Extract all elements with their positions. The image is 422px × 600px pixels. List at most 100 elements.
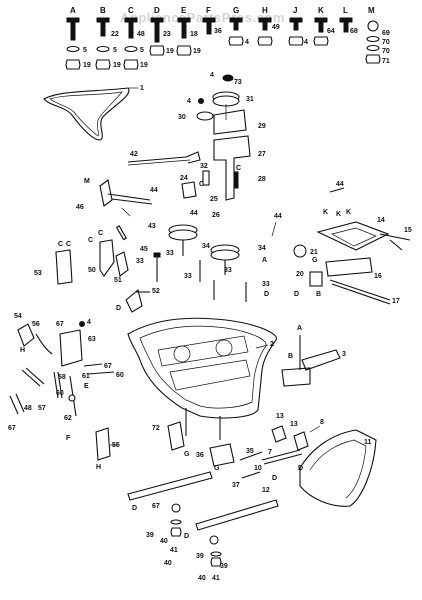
connector-letter: G <box>312 257 318 264</box>
part-number: 33 <box>136 258 144 265</box>
connector-letter: D <box>272 475 277 482</box>
part-number: 60 <box>56 390 64 397</box>
part-number: 12 <box>262 487 270 494</box>
part-number: 67 <box>104 363 112 370</box>
hardware-number: 22 <box>111 31 119 38</box>
part-number: 29 <box>258 123 266 130</box>
hardware-column-e: E 18 19 <box>176 6 201 56</box>
part-number: 72 <box>152 425 160 432</box>
idler-pulley-assembly: 4 73 31 4 30 29 <box>178 72 266 135</box>
hardware-number: 48 <box>137 31 145 38</box>
part-number: 31 <box>246 96 254 103</box>
part-number: 67 <box>56 321 64 328</box>
mower-deck: 2 <box>127 317 277 419</box>
hardware-column-l: L 64 68 <box>327 6 358 35</box>
column-letter-d: D <box>154 6 160 15</box>
part-number: 11 <box>364 439 372 446</box>
part-number: 55 <box>112 442 120 449</box>
bolt-head-icon <box>289 17 303 23</box>
nut-icon <box>222 74 234 82</box>
lift-bracket: M 46 44 43 45 <box>76 178 158 253</box>
hardware-number: 64 <box>327 28 335 35</box>
connector-letter: F <box>66 435 71 442</box>
hardware-number: 5 <box>140 47 144 54</box>
part-number: 34 <box>258 245 266 252</box>
side-rail: A 3 B <box>281 325 346 387</box>
part-number: 33 <box>166 250 174 257</box>
part-number: 4 <box>187 98 191 105</box>
hardware-number: 4 <box>304 39 308 46</box>
bolt-head-icon <box>202 17 216 23</box>
part-number: 44 <box>274 213 282 220</box>
bolt-icon <box>181 19 187 39</box>
connector-letter: D <box>132 505 137 512</box>
connector-letter: H <box>96 464 101 471</box>
bolt-icon <box>70 19 76 41</box>
height-adjust-assembly: 54 H 56 67 4 63 67 60 61 E 58 60 57 62 F… <box>8 313 124 442</box>
nut-icon <box>176 45 192 56</box>
bolt-head-icon <box>314 17 328 23</box>
bolt-icon <box>154 19 160 43</box>
part-number: 21 <box>310 249 318 256</box>
drive-belt: 1 <box>43 85 144 141</box>
bolt-icon <box>128 19 134 39</box>
washer-icon <box>366 44 380 52</box>
column-letter-l: L <box>343 6 348 15</box>
part-number: 13 <box>290 421 298 428</box>
connector-letter: K <box>323 209 328 216</box>
hardware-number: 71 <box>382 58 390 65</box>
washer-icon <box>96 45 110 53</box>
column-letter-a: A <box>70 6 76 15</box>
connector-letter: H <box>20 347 25 354</box>
column-letter-e: E <box>181 6 187 15</box>
idler-bracket: 27 28 C 32 C <box>199 135 266 201</box>
part-number: 62 <box>64 415 72 422</box>
part-number: 10 <box>254 465 262 472</box>
connector-letter: D <box>264 291 269 298</box>
part-number: 44 <box>336 181 344 188</box>
connector-letter: C <box>236 165 241 172</box>
part-number: 40 <box>198 575 206 582</box>
bolt-head-icon <box>124 17 138 23</box>
hardware-number: 19 <box>113 62 121 69</box>
column-letter-k: K <box>318 6 324 15</box>
part-number: 63 <box>88 336 96 343</box>
hardware-column-k: K <box>313 6 329 46</box>
hardware-number: 19 <box>140 62 148 69</box>
column-letter-m: M <box>368 6 375 15</box>
hardware-number: 4 <box>245 39 249 46</box>
bolt-head-icon <box>229 17 243 23</box>
hardware-legend: A 5 19 B 22 5 19 C 48 5 19 <box>65 6 390 70</box>
part-number: 8 <box>320 419 324 426</box>
front-linkage: 72 G 36 G 35 37 10 <box>152 408 263 489</box>
part-number: 20 <box>296 271 304 278</box>
part-number: 39 <box>220 563 228 570</box>
part-number: 41 <box>212 575 220 582</box>
deck-link: 52 D <box>116 288 160 313</box>
bolt-head-icon <box>150 17 164 23</box>
part-number: 40 <box>164 560 172 567</box>
nut-icon <box>123 59 139 70</box>
connector-letter: B <box>316 291 321 298</box>
part-number: 28 <box>258 176 266 183</box>
hardware-number: 70 <box>382 48 390 55</box>
connector-letter: C <box>58 241 63 248</box>
hardware-number: 36 <box>214 28 222 35</box>
part-number: 44 <box>150 187 158 194</box>
rear-links: 13 13 8 7 D D <box>261 413 324 482</box>
part-number: 73 <box>234 79 242 86</box>
hardware-number: 5 <box>113 47 117 54</box>
hardware-column-a: A 5 19 <box>65 6 91 70</box>
part-number: 37 <box>232 482 240 489</box>
part-number: 67 <box>152 503 160 510</box>
bolt-head-icon <box>66 17 80 23</box>
part-number: 39 <box>146 532 154 539</box>
part-number: 43 <box>148 223 156 230</box>
connector-letter: A <box>297 325 302 332</box>
washer-icon <box>66 45 80 53</box>
connector-letter: D <box>116 305 121 312</box>
hardware-number: 19 <box>83 62 91 69</box>
part-number: 13 <box>276 413 284 420</box>
blade-left: D 67 39 40 41 40 <box>127 471 213 567</box>
